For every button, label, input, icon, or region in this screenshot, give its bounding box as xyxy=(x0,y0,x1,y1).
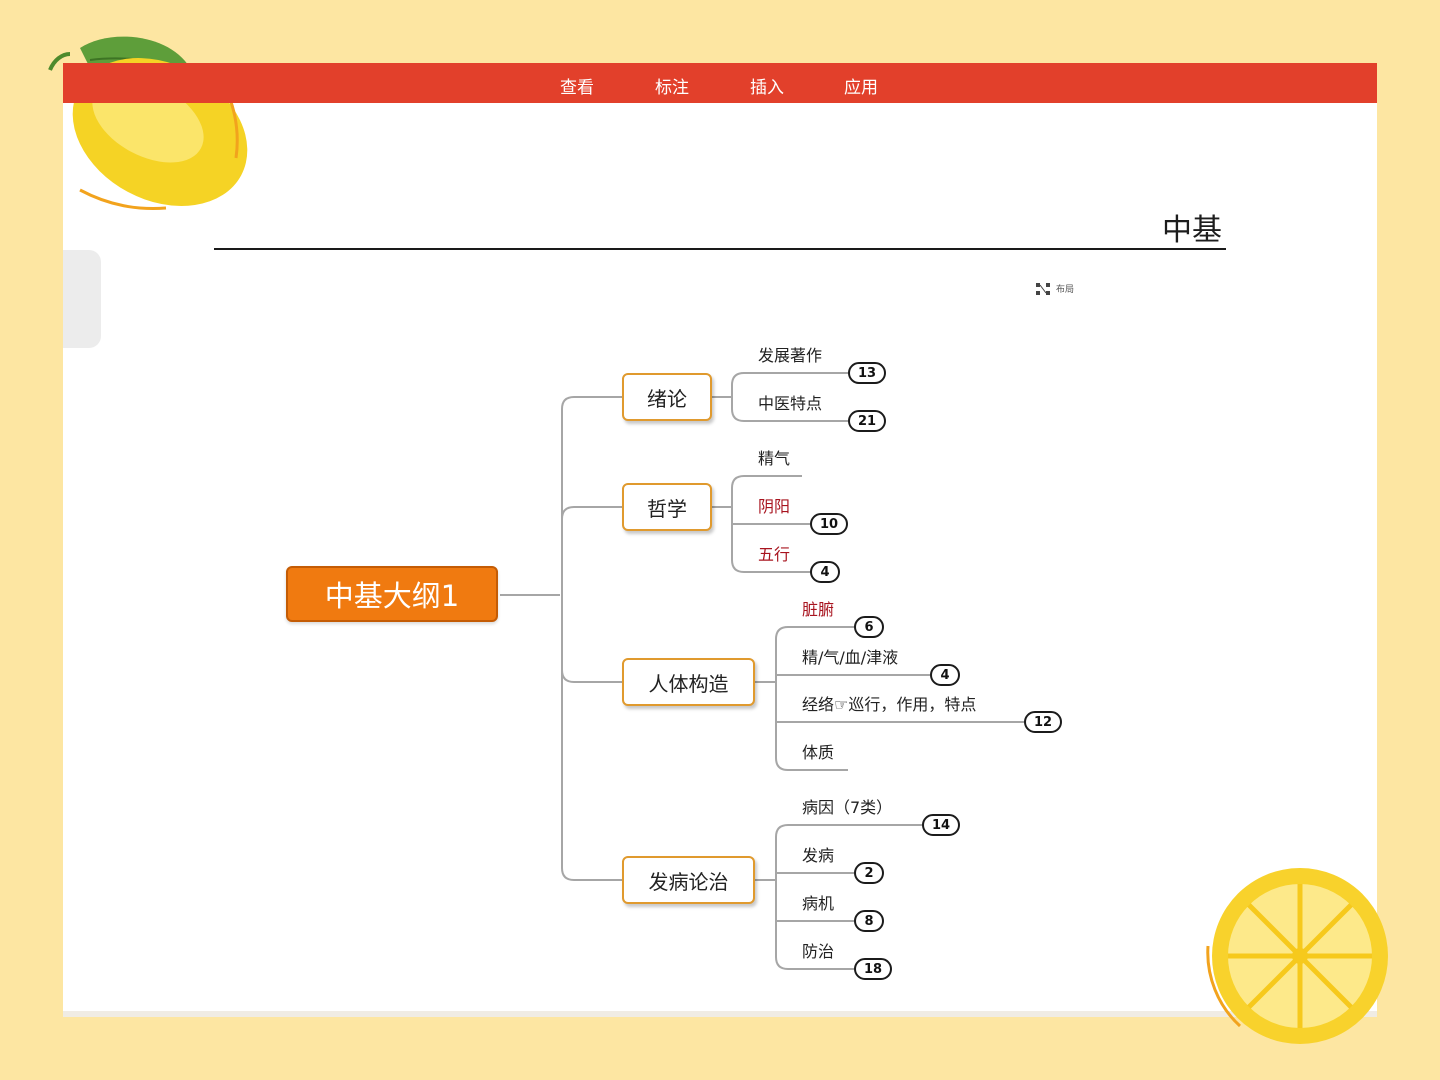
count-badge: 4 xyxy=(930,664,960,686)
side-panel-handle[interactable] xyxy=(63,250,101,348)
count-badge: 12 xyxy=(1024,711,1062,733)
top-menubar: 查看 标注 插入 应用 xyxy=(63,63,1377,103)
leaf-zangfu[interactable]: 脏腑 xyxy=(802,600,835,619)
menu-apply[interactable]: 应用 xyxy=(844,78,878,98)
count-badge: 4 xyxy=(810,561,840,583)
leaf-onset[interactable]: 发病 xyxy=(802,846,835,865)
leaf-causes[interactable]: 病因（7类） xyxy=(802,798,893,817)
count-badge: 10 xyxy=(810,513,848,535)
lemon-decoration-bottom-right xyxy=(1206,868,1388,1044)
leaf-jingqi[interactable]: 精气 xyxy=(758,449,791,468)
leaf-tcm-features[interactable]: 中医特点 xyxy=(758,394,823,413)
page-bottom-edge xyxy=(63,1011,1377,1017)
layout-icon xyxy=(1036,282,1050,295)
leaf-development-works[interactable]: 发展著作 xyxy=(758,346,823,365)
count-badge: 21 xyxy=(848,410,886,432)
branch-body-structure[interactable]: 人体构造 xyxy=(622,658,755,706)
mindmap-root[interactable]: 中基大纲1 xyxy=(286,566,498,622)
branch-intro[interactable]: 绪论 xyxy=(622,373,712,421)
count-badge: 13 xyxy=(848,362,886,384)
branch-pathogenesis[interactable]: 发病论治 xyxy=(622,856,755,904)
leaf-five-elements[interactable]: 五行 xyxy=(758,545,791,564)
count-badge: 18 xyxy=(854,958,892,980)
layout-button[interactable]: 布局 xyxy=(1036,282,1074,295)
count-badge: 6 xyxy=(854,616,884,638)
leaf-prevention-treatment[interactable]: 防治 xyxy=(802,942,835,961)
count-badge: 14 xyxy=(922,814,960,836)
menu-insert[interactable]: 插入 xyxy=(750,78,784,98)
leaf-constitution[interactable]: 体质 xyxy=(802,743,835,762)
page-title: 中基 xyxy=(1162,213,1222,248)
count-badge: 2 xyxy=(854,862,884,884)
layout-button-label: 布局 xyxy=(1056,285,1075,295)
branch-philosophy[interactable]: 哲学 xyxy=(622,483,712,531)
menu-view[interactable]: 查看 xyxy=(560,78,594,98)
leaf-pathomechanism[interactable]: 病机 xyxy=(802,894,835,913)
title-underline xyxy=(214,248,1226,250)
leaf-essence-qi-blood-fluid[interactable]: 精/气/血/津液 xyxy=(802,648,899,667)
menu-annotate[interactable]: 标注 xyxy=(655,78,689,98)
count-badge: 8 xyxy=(854,910,884,932)
leaf-meridians[interactable]: 经络☞巡行，作用，特点 xyxy=(802,695,977,714)
leaf-yinyang[interactable]: 阴阳 xyxy=(758,497,791,516)
